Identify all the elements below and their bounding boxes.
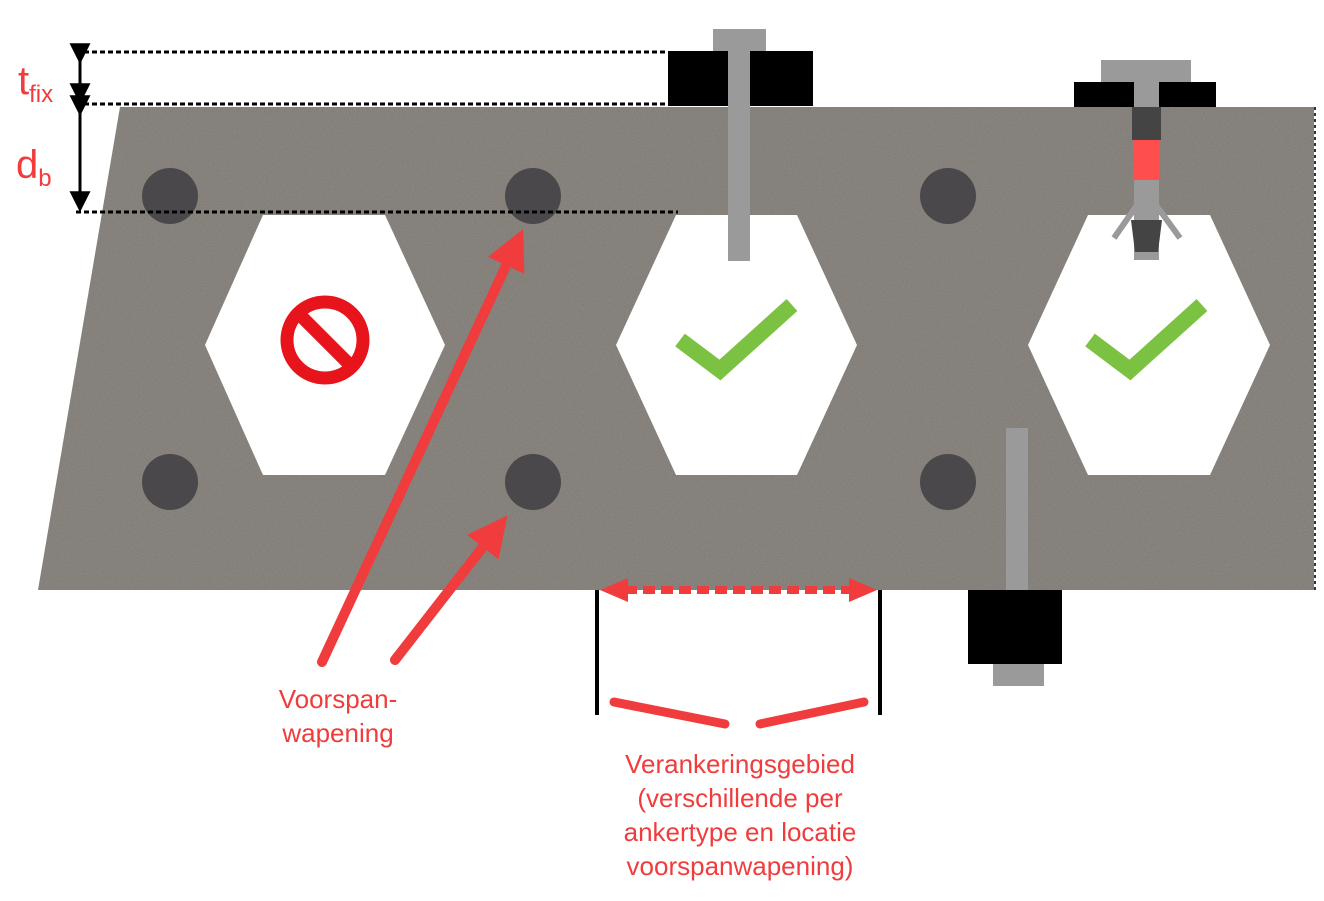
undercut-anchor <box>1074 60 1216 260</box>
t-sub: fix <box>29 81 53 108</box>
anchor-zone-label-line2: (verschillende per <box>637 783 843 813</box>
prestress-label-line1: Voorspan- <box>279 684 398 714</box>
anchor-zone-label-line4: voorspanwapening) <box>627 851 854 881</box>
checkmark-icon <box>1085 299 1208 381</box>
d-sub: b <box>38 165 51 192</box>
t-fix-label: tfix <box>18 59 53 108</box>
forbidden-icon <box>280 295 370 385</box>
checkmark-icon <box>675 299 798 381</box>
prestress-label-line2: wapening <box>281 718 393 748</box>
t-main: t <box>18 59 29 103</box>
dimension-lines <box>76 50 678 214</box>
bottom-bolt-anchor <box>968 428 1062 686</box>
anchor-zone-label-line1: Verankeringsgebied <box>625 749 855 779</box>
d-main: d <box>16 143 38 187</box>
top-bolt-anchor <box>668 29 813 261</box>
tendon-top-2 <box>505 168 561 224</box>
anchor-zone-label-line3: ankertype en locatie <box>624 817 857 847</box>
tendon-top-3 <box>920 168 976 224</box>
tendon-bottom-2 <box>505 454 561 510</box>
prestress-arrows <box>317 229 525 667</box>
d-b-label: db <box>16 143 52 192</box>
tendon-bottom-3 <box>920 454 976 510</box>
tendon-top-1 <box>142 168 198 224</box>
tendon-bottom-1 <box>142 454 198 510</box>
anchoring-zone-bracket <box>595 578 882 729</box>
